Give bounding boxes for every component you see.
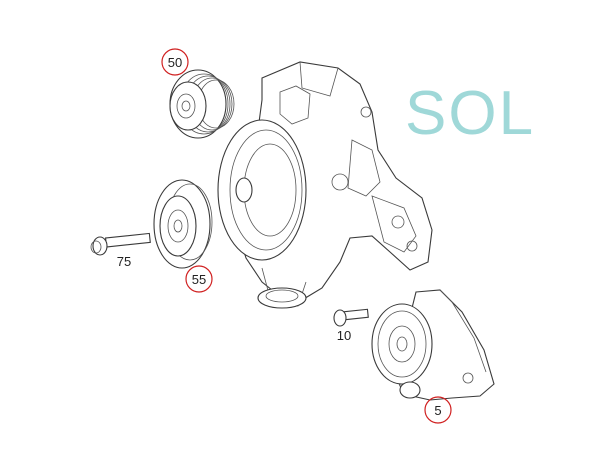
callout-10: 10	[337, 328, 351, 343]
bolt-10	[333, 308, 369, 327]
callout-label: 5	[434, 403, 441, 418]
callout-label: 55	[192, 272, 206, 287]
pulley-50	[169, 69, 235, 139]
callout-circle	[185, 265, 213, 293]
callout-55: 55	[185, 265, 213, 293]
logo-text: SOL	[405, 79, 535, 148]
bolt-75	[90, 232, 151, 256]
callout-5: 5	[424, 396, 452, 424]
callout-circle	[424, 396, 452, 424]
callout-50: 50	[161, 48, 189, 76]
belt-tensioner-5	[371, 289, 495, 401]
pump-pulley	[217, 119, 307, 261]
callout-circle	[161, 48, 189, 76]
callout-label: 75	[117, 254, 131, 269]
pulley-55	[153, 179, 213, 269]
sol-logo: SOL	[315, 79, 535, 148]
callout-75: 75	[117, 254, 131, 269]
callout-label: 50	[168, 55, 182, 70]
callout-label: 10	[337, 328, 351, 343]
